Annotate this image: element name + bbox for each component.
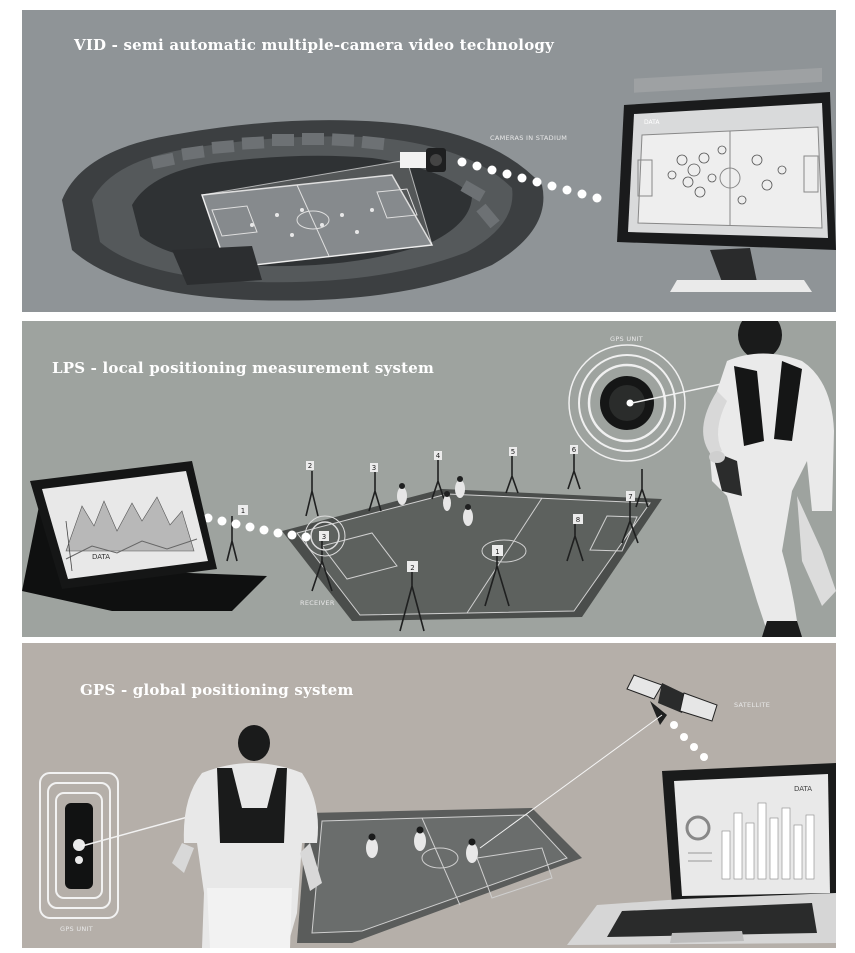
laptop-icon bbox=[567, 763, 836, 945]
receiver-label: RECEIVER bbox=[300, 599, 335, 607]
camera-icon bbox=[400, 148, 446, 172]
lps-title: LPS - local positioning measurement syst… bbox=[52, 359, 435, 377]
monitor-data-label: DATA bbox=[644, 119, 660, 126]
lps-illustration: 1 2 3 4 5 6 7 8 1 2 3 bbox=[22, 321, 836, 637]
players bbox=[366, 831, 478, 863]
monitor-icon bbox=[617, 67, 836, 292]
anchor-number: 3 bbox=[372, 464, 376, 472]
satellite-link-line bbox=[479, 714, 663, 849]
vid-illustration bbox=[22, 10, 836, 312]
gps-panel: GPS - global positioning system SATELLIT… bbox=[22, 643, 836, 948]
laptop-data-label: DATA bbox=[794, 785, 813, 793]
gps-unit-icon bbox=[568, 344, 686, 462]
lps-unit-label: GPS UNIT bbox=[610, 335, 644, 343]
satellite-label: SATELLITE bbox=[734, 701, 771, 709]
data-link-dots bbox=[203, 513, 311, 542]
data-link-dots bbox=[670, 721, 708, 761]
anchor-number: 2 bbox=[410, 564, 414, 572]
athlete-icon bbox=[703, 321, 836, 637]
anchor-flags bbox=[238, 445, 635, 572]
anchor-number: 6 bbox=[572, 446, 577, 454]
camera-label: CAMERAS IN STADIUM bbox=[490, 134, 568, 142]
tablet-data-label: DATA bbox=[92, 553, 111, 561]
vid-panel: VID - semi automatic multiple-camera vid… bbox=[22, 10, 836, 312]
gps-title: GPS - global positioning system bbox=[80, 681, 354, 699]
lps-panel: 1 2 3 4 5 6 7 8 1 2 3 LPS - local positioning meas… bbox=[22, 321, 836, 637]
gps-unit-icon bbox=[39, 772, 119, 919]
gps-illustration bbox=[22, 643, 836, 948]
receiver-ring bbox=[310, 521, 340, 551]
players bbox=[397, 480, 473, 526]
anchor-number: 1 bbox=[495, 548, 499, 556]
tablet-icon bbox=[22, 461, 267, 611]
anchor-number: 4 bbox=[436, 452, 441, 460]
anchor-number: 1 bbox=[241, 507, 245, 515]
pitch-icon bbox=[282, 489, 662, 621]
anchor-number: 3 bbox=[322, 533, 326, 541]
anchor-number: 5 bbox=[511, 448, 515, 456]
athlete-icon bbox=[172, 725, 322, 948]
vid-title: VID - semi automatic multiple-camera vid… bbox=[74, 36, 555, 54]
anchor-number: 2 bbox=[308, 462, 312, 470]
anchor-number: 8 bbox=[576, 516, 580, 524]
data-link-dots bbox=[457, 157, 602, 203]
satellite-icon bbox=[626, 674, 718, 725]
stadium-icon bbox=[62, 120, 544, 301]
gps-unit-label: GPS UNIT bbox=[60, 925, 94, 933]
anchor-number: 7 bbox=[628, 493, 632, 501]
